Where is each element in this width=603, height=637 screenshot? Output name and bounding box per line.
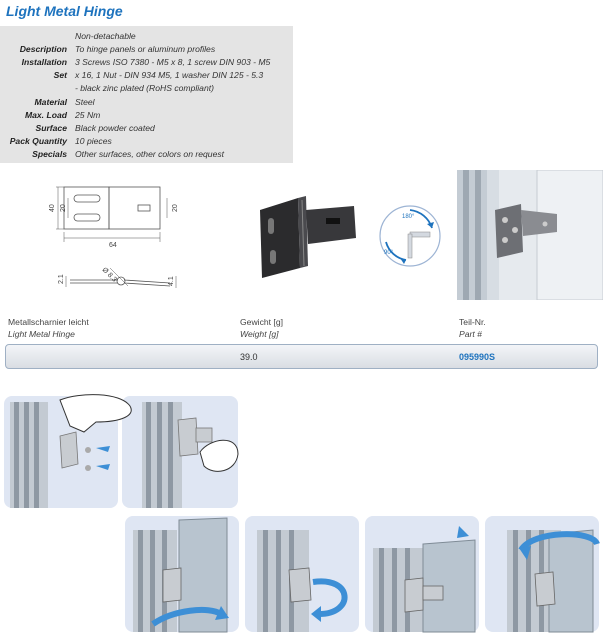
hinge-leaf-right (108, 186, 161, 230)
step-2-illustration (142, 402, 239, 508)
table-row: 39.0 095990S (5, 344, 598, 369)
weight-value: 39.0 (240, 352, 258, 362)
dim-width: 64 (109, 242, 117, 249)
dim-thick-right: 4.1 (168, 276, 175, 286)
installed-hinge-photo (457, 170, 603, 300)
hinge-product-image (260, 196, 356, 278)
dim-inner-left: 20 (60, 204, 67, 212)
rotation-diagram: 180° 90° (379, 205, 441, 267)
step-1-illustration (10, 394, 132, 508)
col-part-en: Part # (459, 329, 482, 339)
col-part-de: Teil-Nr. (459, 317, 486, 327)
col-weight-de: Gewicht [g] (240, 317, 283, 327)
installation-steps-1-2 (4, 394, 239, 508)
part-number: 095990S (459, 352, 496, 362)
col-name-en: Light Metal Hinge (8, 329, 75, 339)
angle-90-label: 90° (384, 250, 394, 256)
step-3-illustration (133, 517, 229, 633)
step-4-illustration (257, 530, 348, 632)
dim-hole: Ø 8.3 (101, 266, 118, 283)
dim-thick-left: 2.1 (58, 274, 65, 284)
page-title: Light Metal Hinge (6, 3, 123, 19)
dim-height: 40 (49, 204, 56, 212)
step-6-illustration (507, 529, 600, 633)
angle-180-label: 180° (402, 214, 415, 220)
spec-row: Non-detachable (75, 31, 136, 41)
step-5-illustration (373, 526, 476, 633)
hinge-leaf-left (63, 186, 110, 230)
dim-inner-right: 20 (172, 204, 179, 212)
installation-steps-3-6 (125, 516, 600, 633)
col-name-de: Metallscharnier leicht (8, 317, 89, 327)
spec-row: - black zinc plated (RoHS compliant) (75, 83, 214, 93)
col-weight-en: Weight [g] (240, 329, 279, 339)
technical-drawing: 40 20 20 64 2.1 4.1 Ø 8.3 (49, 186, 179, 288)
